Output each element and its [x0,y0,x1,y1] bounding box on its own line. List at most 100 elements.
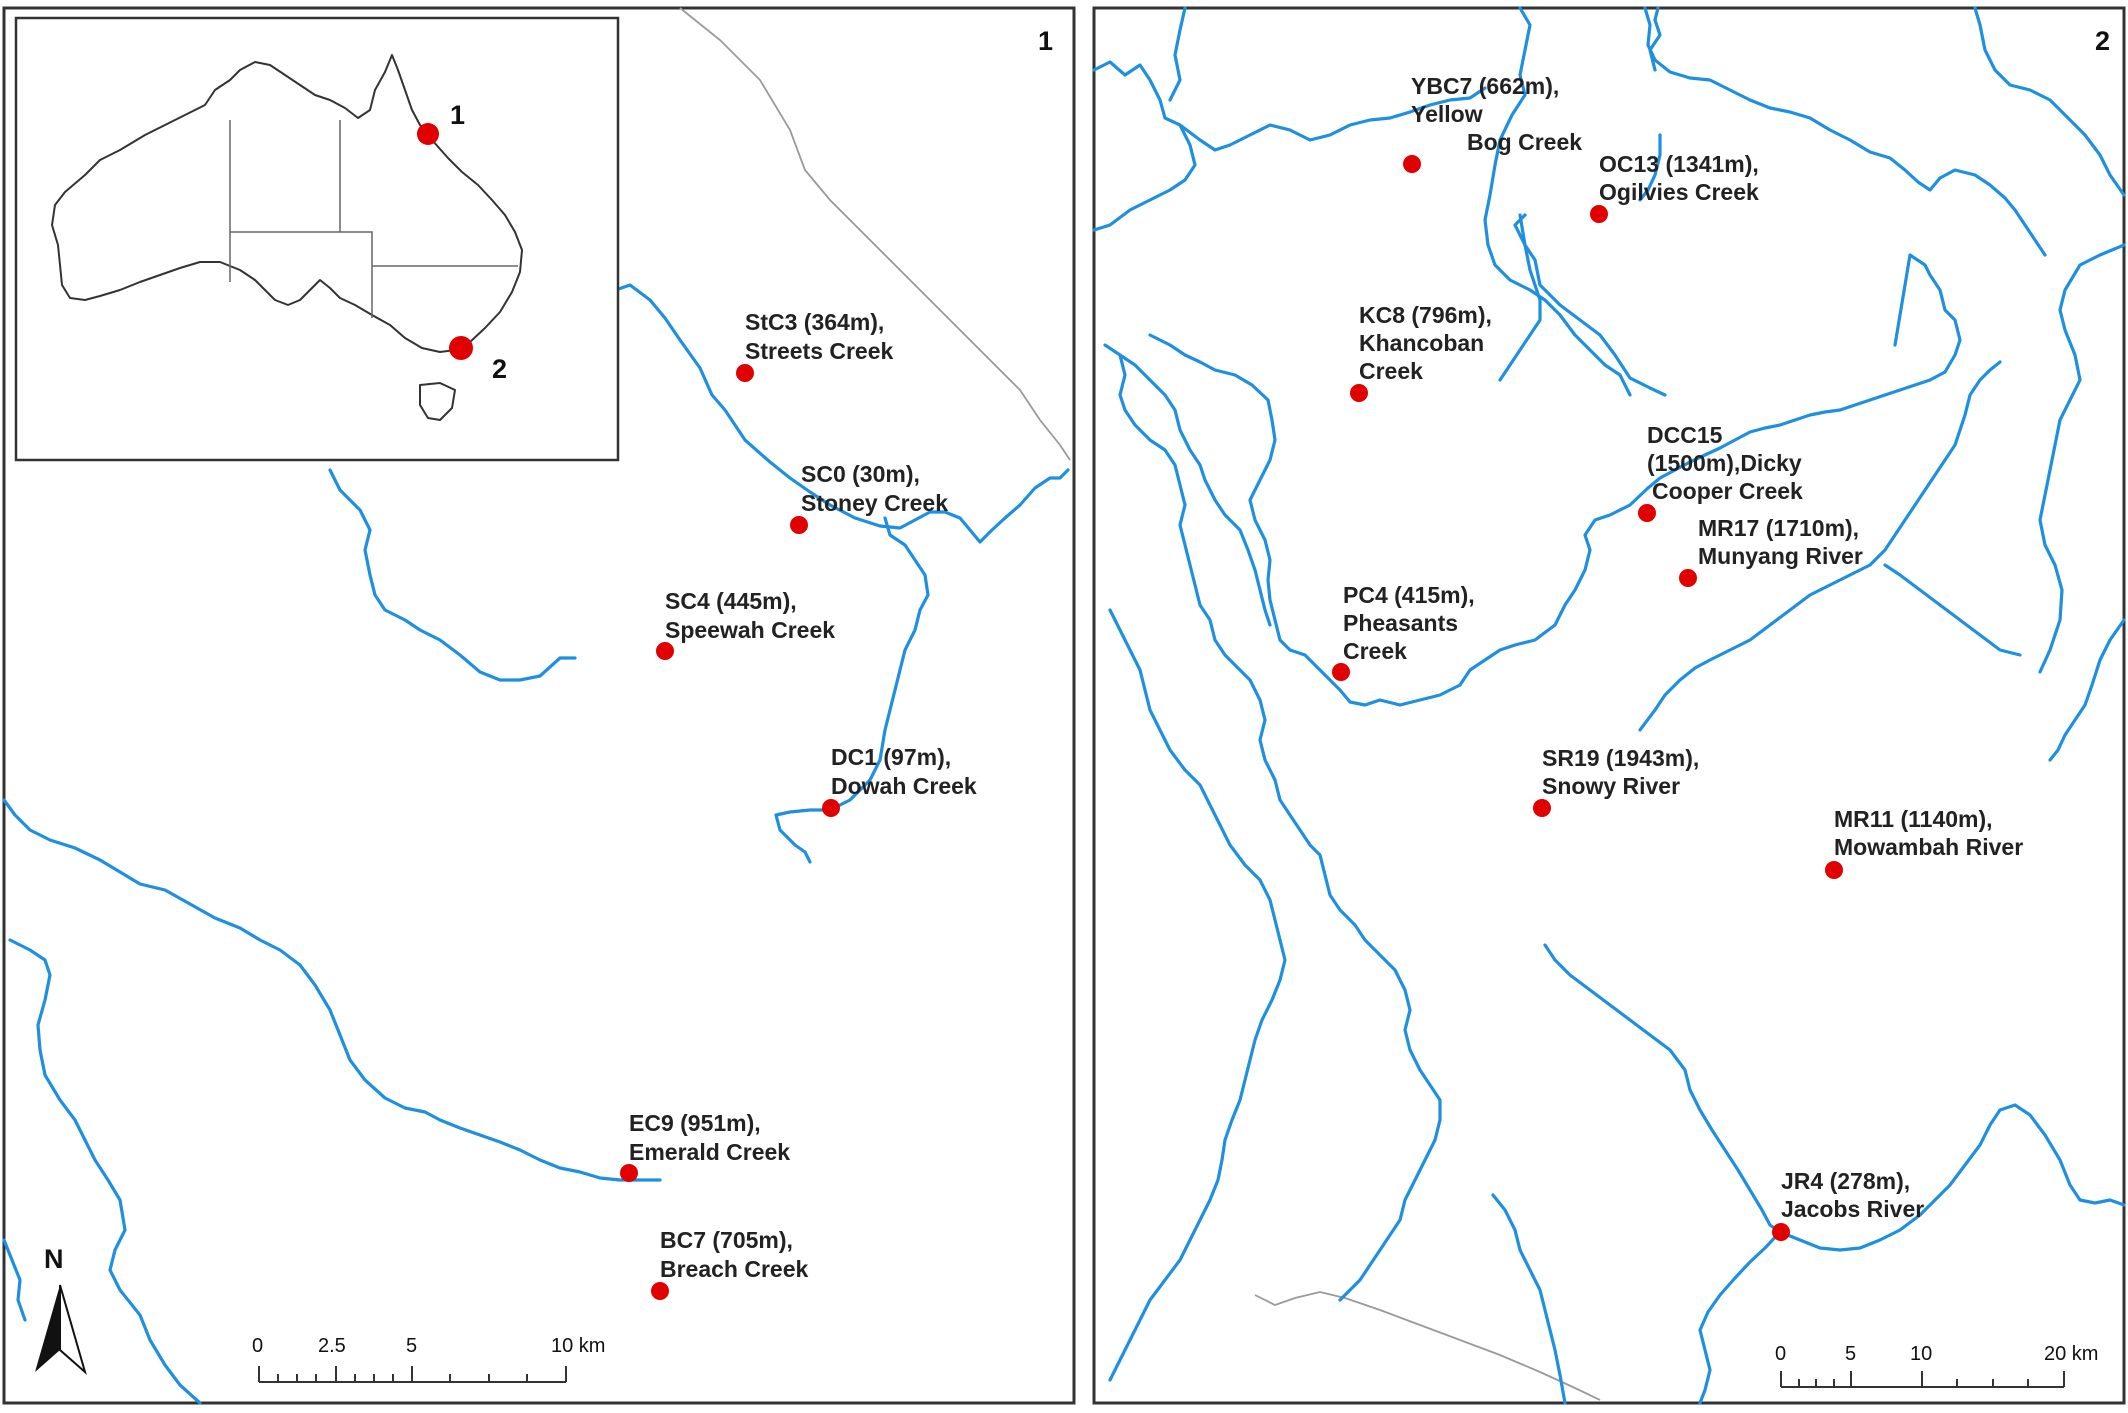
site-label-line1: BC7 (705m), [660,1227,793,1253]
site-label-line1: JR4 (278m), [1781,1168,1910,1194]
site-marker [651,1282,669,1300]
site-PC4: PC4 (415m), Pheasants Creek [1332,582,1475,681]
site-StC3: StC3 (364m), Streets Creek [736,309,894,382]
river-jacobs-upper [1543,943,1782,1234]
site-marker [656,642,674,660]
site-marker [620,1164,638,1182]
site-marker [1590,205,1608,223]
site-label-line1: EC9 (951m), [629,1110,761,1136]
site-marker [822,799,840,817]
river-snowy-west [1103,343,1442,1302]
boundary-line [679,7,1071,461]
river-munyang [1638,360,2002,732]
river-snowy-main [1118,353,1272,627]
scale-tick-label: 20 km [2044,1343,2098,1365]
site-label-line2: Pheasants [1343,610,1458,636]
site-SC4: SC4 (445m), Speewah Creek [656,588,835,660]
river-khancoban-main [1513,213,1667,397]
australia-outline [51,54,523,353]
north-arrow-right-half [59,1284,87,1376]
tasmania-outline [419,382,456,421]
river-khancoban [1498,213,1542,382]
river-yellow-bog-west [1092,123,1197,232]
river-streets-creek [608,283,1070,544]
site-marker [736,364,754,382]
river-right-2 [2048,618,2126,762]
site-marker [1825,861,1843,879]
map-panel-1: 1 2 1 StC3 (364m), Streets Creek SC0 (30… [2,6,1076,1405]
river-dicky-upper [1646,253,1962,490]
site-label-line2: Mowambah River [1834,834,2023,860]
site-SC0: SC0 (30m), Stoney Creek [790,461,948,534]
site-BC7: BC7 (705m), Breach Creek [651,1227,809,1300]
site-label-line1: SR19 (1943m), [1542,745,1699,771]
scale-bar-1: 0 2.5 5 10 km [252,1335,605,1383]
scale-tick-label: 0 [252,1335,263,1357]
site-label-line3: Creek [1343,638,1407,664]
river-dowah-creek [774,516,930,864]
site-OC13: OC13 (1341m), Ogilvies Creek [1590,151,1759,223]
river-jacobs-lower [1698,1230,1782,1405]
site-label-line1: PC4 (415m), [1343,582,1475,608]
scale-tick-label: 10 [1910,1343,1932,1365]
scale-tick-label: 2.5 [318,1335,346,1357]
site-label-line3: Bog Creek [1467,129,1582,155]
site-label-line2: Dowah Creek [831,773,977,799]
site-label-line3: Creek [1359,358,1423,384]
site-marker [1403,155,1421,173]
scale-bar-2: 0 5 10 20 km [1775,1343,2098,1388]
river-emerald-creek [2,798,662,1182]
site-label-line1: StC3 (364m), [745,309,884,335]
river-bottom-left [1491,1193,1567,1405]
site-label-line2: Breach Creek [660,1256,809,1282]
site-label-line1: KC8 (796m), [1359,302,1492,328]
river-ogilvies-north [1648,6,1662,72]
site-label-line1: OC13 (1341m), [1599,151,1759,177]
site-marker [790,516,808,534]
australia-inset: 1 2 [14,16,620,462]
site-EC9: EC9 (951m), Emerald Creek [620,1110,790,1182]
river-ogilvies-top [1643,6,2047,257]
scale-tick-label: 5 [1845,1343,1856,1365]
site-label-line2: Ogilvies Creek [1599,179,1759,205]
site-label-line1: MR11 (1140m), [1834,806,1993,832]
site-label-line2: Streets Creek [745,338,894,364]
inset-site-2 [449,336,473,360]
river-top-1 [1168,6,1187,102]
river-west-lower [1108,608,1287,1382]
site-DCC15: DCC15 (1500m),Dicky Cooper Creek [1638,422,1803,522]
site-marker [1332,663,1350,681]
river-west-creek [8,938,202,1405]
site-DC1: DC1 (97m), Dowah Creek [822,744,977,817]
river-dicky-cooper [1148,333,1650,707]
inset-label-2: 2 [492,354,507,384]
panel-2-number: 2 [2095,26,2110,56]
site-marker [1638,504,1656,522]
site-label-line2: Jacobs River [1781,1196,1924,1222]
site-label-line2: Snowy River [1542,773,1680,799]
north-arrow-left-half [35,1285,60,1372]
north-label: N [44,1244,64,1274]
panel-2-frame [1092,6,2126,1405]
site-label-line2: (1500m),Dicky [1647,450,1802,476]
river-ogilvies-tail [1638,133,1662,202]
site-label-line1: YBC7 (662m), [1411,73,1559,99]
scale-tick-label: 10 km [551,1335,605,1357]
scale-tick-label: 0 [1775,1343,1786,1365]
site-label-line1: MR17 (1710m), [1698,515,1859,541]
river-yellow-bog [1092,60,1487,152]
site-marker [1350,384,1368,402]
inset-label-1: 1 [450,100,465,130]
river-speewah-creek [328,468,577,682]
site-KC8: KC8 (796m), Khancoban Creek [1350,302,1492,402]
site-label-line1: SC4 (445m), [665,588,797,614]
state-borders [229,120,518,318]
river-left-edge [2,1238,27,1322]
site-label-line1: DCC15 [1647,422,1723,448]
site-marker [1772,1223,1790,1241]
panel-1-number: 1 [1038,26,1053,56]
river-munyang-east [1883,563,2022,657]
site-JR4: JR4 (278m), Jacobs River [1772,1168,1924,1241]
site-label-line2: Speewah Creek [665,617,835,643]
